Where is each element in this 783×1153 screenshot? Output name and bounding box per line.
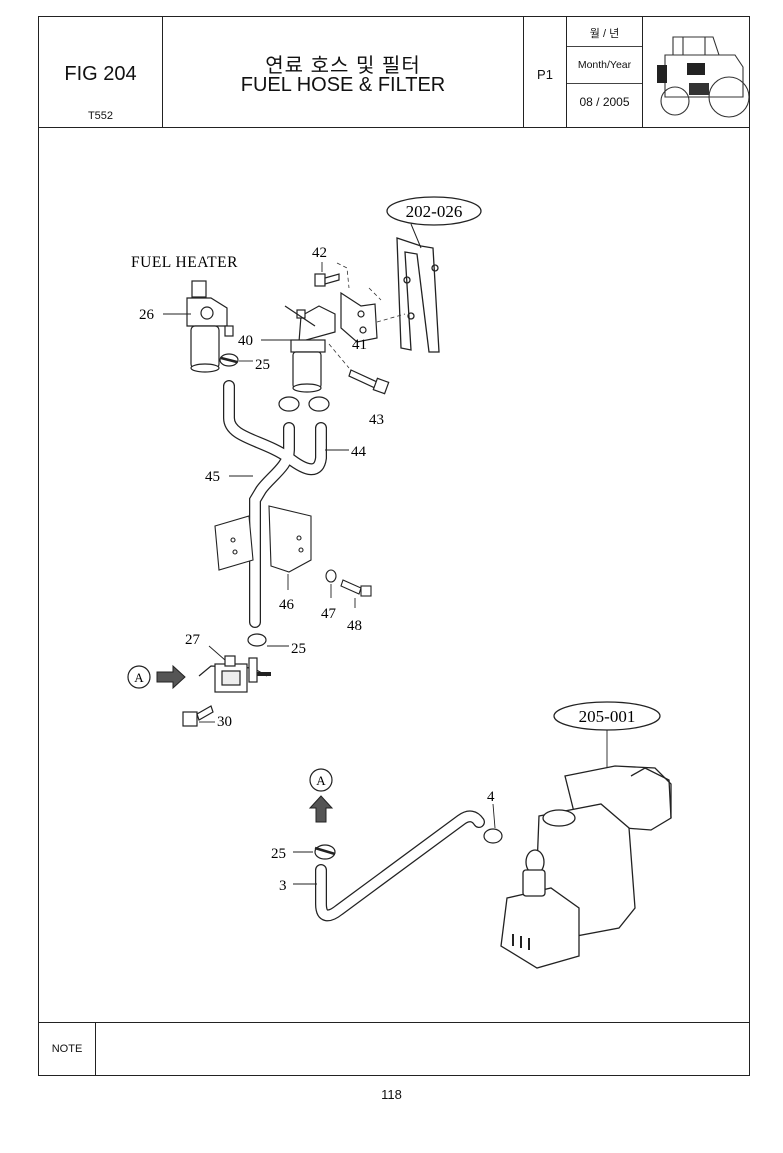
view-marker-a-lower: A xyxy=(308,768,334,823)
hose-clamp-part xyxy=(247,633,267,647)
page-frame: FIG 204 T552 연료 호스 및 필터 FUEL HOSE & FILT… xyxy=(38,16,750,1076)
part-label-43: 43 xyxy=(369,412,384,428)
view-marker-text: A xyxy=(316,773,326,788)
part-label-42: 42 xyxy=(312,245,327,261)
bolt-part xyxy=(340,579,372,597)
divider xyxy=(567,83,642,84)
title-cell: 연료 호스 및 필터 FUEL HOSE & FILTER xyxy=(163,17,524,127)
fuel-filter-part xyxy=(290,305,336,393)
ref-text: 205-001 xyxy=(579,707,636,726)
part-label-44: 44 xyxy=(351,444,367,460)
figure-number: FIG 204 xyxy=(64,63,137,85)
hose-clamp-part xyxy=(483,828,503,844)
fuel-hose-filter-diagram: 202-026 FUEL HEATER 26 25 xyxy=(127,196,672,969)
ref-label-202-026: 202-026 xyxy=(386,196,482,226)
hose-clamp-part xyxy=(278,396,330,412)
note-label: NOTE xyxy=(39,1023,96,1075)
fuel-hose-lower-inner xyxy=(316,811,484,921)
part-label-4: 4 xyxy=(487,789,495,805)
filter-bracket-part xyxy=(284,291,378,343)
part-label-3: 3 xyxy=(279,878,287,894)
fuel-hose-upper xyxy=(223,380,327,628)
part-label-26: 26 xyxy=(139,307,155,323)
ref-text: 202-026 xyxy=(406,202,463,221)
page-number: 118 xyxy=(381,1087,402,1102)
fuel-tank-part xyxy=(500,765,672,969)
title-english: FUEL HOSE & FILTER xyxy=(240,74,446,96)
bolt-part xyxy=(182,705,214,727)
part-label-41: 41 xyxy=(352,337,367,353)
figure-cell: FIG 204 T552 xyxy=(39,17,163,127)
divider xyxy=(567,46,642,47)
part-label-45: 45 xyxy=(205,469,220,485)
ref-label-205-001: 205-001 xyxy=(553,701,661,731)
part-label-47: 47 xyxy=(321,606,337,622)
note-row: NOTE xyxy=(39,1022,749,1075)
hose-clamp-part xyxy=(219,353,239,367)
part-label-27: 27 xyxy=(185,632,201,648)
bolt-part xyxy=(348,369,390,395)
frame-bracket-part xyxy=(396,223,440,353)
title-korean: 연료 호스 및 필터 xyxy=(265,55,421,77)
fuel-cock-part xyxy=(198,655,271,693)
page-cell: P1 xyxy=(524,17,567,127)
date-label-korean: 월 / 년 xyxy=(589,28,620,40)
bolt-part xyxy=(314,273,340,287)
hose-bracket-part xyxy=(214,505,312,573)
tractor-icon xyxy=(657,36,750,118)
model-code: T552 xyxy=(87,110,114,122)
date-label-english: Month/Year xyxy=(577,59,632,71)
washer-part xyxy=(325,569,337,583)
view-marker-a: A xyxy=(127,664,186,690)
tractor-thumbnail-cell xyxy=(643,17,751,127)
date-value: 08 / 2005 xyxy=(579,95,630,109)
fuel-heater-label: FUEL HEATER xyxy=(131,254,238,271)
part-label-48: 48 xyxy=(347,618,362,634)
fuel-heater-part xyxy=(186,280,234,373)
date-cell: 월 / 년 Month/Year 08 / 2005 xyxy=(567,17,643,127)
header-block: FIG 204 T552 연료 호스 및 필터 FUEL HOSE & FILT… xyxy=(39,17,751,128)
part-label-46: 46 xyxy=(279,597,295,613)
diagram-area: 202-026 FUEL HEATER 26 25 xyxy=(39,128,749,1022)
view-marker-text: A xyxy=(134,670,144,685)
page-code: P1 xyxy=(537,67,553,82)
part-label-25-lower: 25 xyxy=(271,846,286,862)
part-label-25-upper: 25 xyxy=(255,357,270,373)
hose-clamp-part xyxy=(314,844,336,860)
fuel-hose-upper-inner xyxy=(224,381,326,627)
part-label-30: 30 xyxy=(217,714,232,730)
part-label-40: 40 xyxy=(238,333,253,349)
part-label-25-middle: 25 xyxy=(291,641,306,657)
